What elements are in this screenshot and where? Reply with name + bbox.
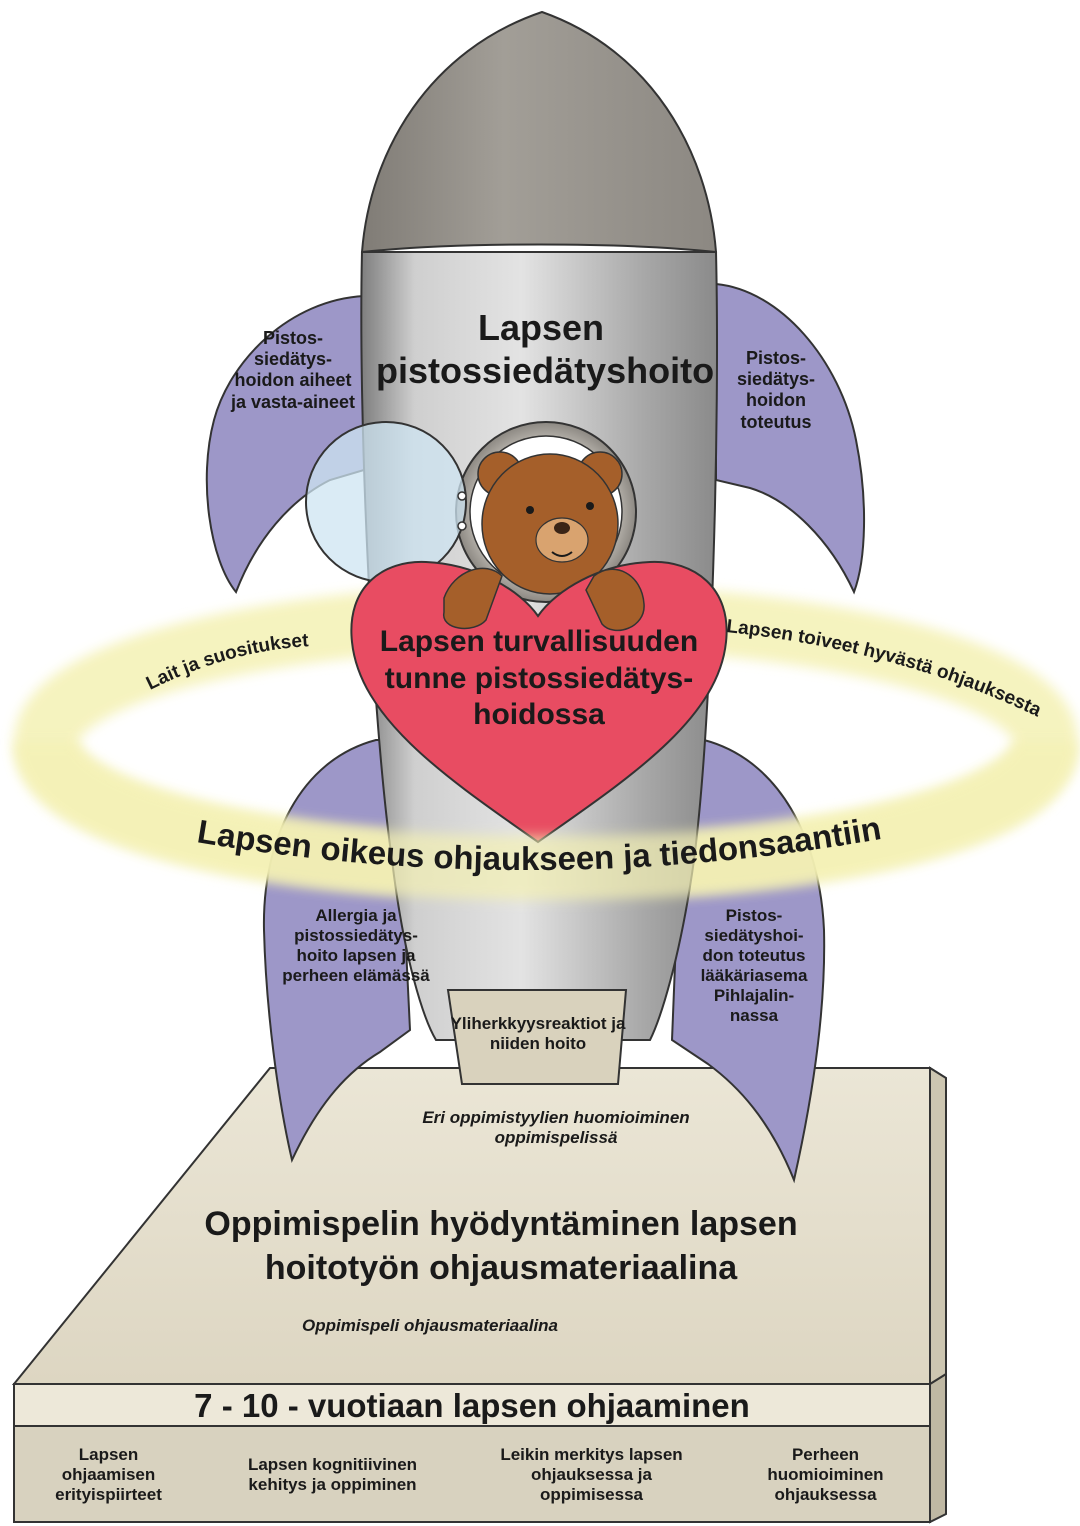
column-1: Lapsen ohjaamisen erityispiirteet xyxy=(44,1445,174,1505)
fin-label-lower-right: Pistos-siedätyshoi-don toteutus lääkäria… xyxy=(690,906,818,1026)
nose-cone xyxy=(362,12,716,252)
column-3: Leikin merkitys lapsen ohjauksessa ja op… xyxy=(492,1445,692,1505)
platform-main-title: Oppimispelin hyödyntäminen lapsen hoitot… xyxy=(196,1202,806,1290)
heart-text: Lapsen turvallisuuden tunne pistossiedät… xyxy=(366,624,712,734)
fin-label-upper-right: Pistos-siedätys-hoidon toteutus xyxy=(722,348,830,433)
fin-upper-right xyxy=(716,284,864,592)
platform-italic-top: Eri oppimistyylien huomioiminen oppimisp… xyxy=(396,1108,716,1148)
column-2: Lapsen kognitiivinen kehitys ja oppimine… xyxy=(233,1455,433,1495)
porthole-hatch xyxy=(306,422,466,582)
platform-italic-bottom: Oppimispeli ohjausmateriaalina xyxy=(260,1316,600,1336)
platform-band-title: 7 - 10 - vuotiaan lapsen ohjaaminen xyxy=(14,1386,930,1426)
fin-label-upper-left: Pistos-siedätys-hoidon aiheet ja vasta-a… xyxy=(228,328,358,413)
nozzle-text: Yliherkkyysreaktiot ja niiden hoito xyxy=(448,1014,628,1054)
rocket-title: Lapsen pistossiedätyshoito xyxy=(376,306,706,392)
fin-label-lower-left: Allergia ja pistossiedätys-hoito lapsen … xyxy=(276,906,436,986)
platform-columns: Lapsen ohjaamisen erityispiirteet Lapsen… xyxy=(14,1432,930,1518)
column-4: Perheen huomioiminen ohjauksessa xyxy=(751,1445,901,1505)
